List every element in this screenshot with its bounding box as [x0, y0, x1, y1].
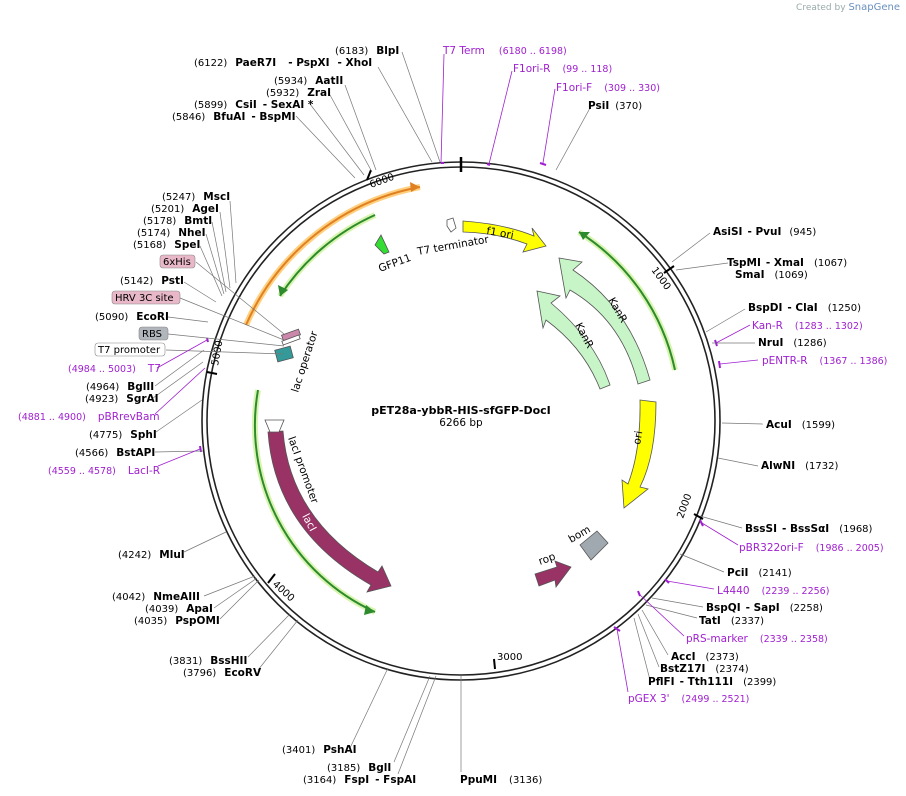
bsssi-site-label: BssSI- BssSαI(1968) — [745, 523, 873, 535]
ecorv-site-label: (3796)EcoRV — [183, 667, 262, 679]
tick-2000: 2000 — [675, 492, 694, 520]
bfuai-site-label: (5846)BfuAI- BspMI — [172, 111, 296, 123]
bom-feature[interactable] — [579, 530, 609, 561]
left-feature-boxes: 6xHis HRV 3C site RBS T7 promoter — [94, 254, 285, 357]
gfp11-label: GFP11 — [377, 252, 413, 275]
pbrrevbam-primer-label: (4881 .. 4900)pBRrevBam — [18, 411, 160, 423]
acui-site-label: AcuI(1599) — [766, 419, 835, 431]
alwni-site-label: AlwNI(1732) — [761, 460, 838, 472]
sphi-site-label: (4775)SphI — [89, 429, 157, 441]
ori-feature[interactable] — [621, 399, 657, 509]
kanr-feature-1[interactable] — [558, 257, 651, 385]
tick-5000: 5000 — [210, 340, 225, 367]
pspomi-site-label: (4035)PspOMI — [134, 615, 220, 627]
f1-ori-feature[interactable] — [462, 220, 547, 253]
acci-site-label: AccI(2373) — [671, 651, 739, 663]
f1ori-f-primer-label: F1ori-F(309 .. 330) — [556, 82, 660, 94]
gfp11-feature[interactable] — [374, 234, 390, 255]
pflfi-site-label: PflFI- Tth111I(2399) — [648, 676, 776, 688]
fspi-site-label: (3164)FspI- FspAI — [303, 774, 416, 786]
ppumi-site-label: PpuMI(3136) — [460, 774, 542, 786]
left-primer-labels: (4984 .. 5003)T7 (4881 .. 4900)pBRrevBam… — [18, 339, 208, 477]
right-primer-labels: F1ori-R(99 .. 118) F1ori-F(309 .. 330) T… — [440, 45, 887, 705]
blpi-site-label: (6183)BlpI — [335, 45, 399, 57]
t7-primer-label: (4984 .. 5003)T7 — [68, 363, 161, 375]
asisi-site-label: AsiSI- PvuI(945) — [713, 226, 816, 238]
orf-arrow-right — [578, 231, 676, 371]
pgex3-primer-label: pGEX 3'(2499 .. 2521) — [628, 693, 749, 705]
6xhis-box-label: 6xHis — [163, 257, 191, 268]
created-by-credit: Created by SnapGene — [796, 2, 900, 13]
bspqi-site-label: BspQI- SapI(2258) — [706, 602, 823, 614]
t7-term-primer-label: T7 Term(6180 .. 6198) — [442, 45, 567, 57]
hrv-3c-feature[interactable] — [281, 334, 301, 346]
rop-label: rop — [537, 551, 558, 568]
nmeaiii-site-label: (4042)NmeAIII — [112, 591, 200, 603]
bstapi-site-label: (4566)BstAPI — [75, 447, 155, 459]
psti-site-label: (5142)PstI — [120, 275, 184, 287]
f1ori-r-primer-label: F1ori-R(99 .. 118) — [513, 63, 612, 75]
xhoi-site-label: (6122)PaeR7I- PspXI- XhoI — [194, 57, 372, 69]
pshai-site-label: (3401)PshAI — [282, 744, 357, 756]
rbs-box-label: RBS — [142, 329, 162, 340]
bspdi-site-label: BspDI- ClaI(1250) — [748, 302, 861, 314]
6xhis-box — [159, 254, 196, 269]
plasmid-size: 6266 bp — [439, 417, 483, 429]
orf-glow-orange — [243, 184, 421, 327]
psi-site-label: PsiI(370) — [588, 100, 642, 112]
t7-terminator-feature[interactable] — [446, 217, 457, 233]
sgrai-site-label: (4923)SgrAI — [85, 393, 159, 405]
aatii-site-label: (5934)AatII — [274, 75, 343, 87]
bsshii-site-label: (3831)BssHII — [169, 655, 247, 667]
rbs-box — [138, 326, 169, 341]
tati-site-label: TatI(2337) — [699, 615, 764, 627]
smai-site-label: SmaI(1069) — [735, 269, 808, 281]
laci-promoter-feature[interactable] — [264, 419, 285, 433]
apai-site-label: (4039)ApaI — [145, 603, 213, 615]
msci-site-label: (5247)MscI — [162, 191, 230, 203]
spei-site-label: (5168)SpeI — [133, 239, 200, 251]
bottom-site-labels: (3401)PshAI (3185)BglI (3164)FspI- FspAI… — [282, 667, 542, 786]
prs-marker-primer-label: pRS-marker(2339 .. 2358) — [686, 633, 828, 645]
f1-ori-label: f1 ori — [485, 225, 514, 242]
orf-arrow-left — [279, 214, 376, 297]
t7-promoter-box-label: T7 promoter — [97, 345, 161, 356]
zrai-site-label: (5932)ZraI — [266, 87, 331, 99]
bstz17i-site-label: BstZ17I(2374) — [660, 663, 749, 675]
tick-6000: 6000 — [368, 172, 396, 191]
ecori-site-label: (5090)EcoRI — [95, 311, 169, 323]
orf-arrow-orange — [245, 186, 421, 326]
plasmid-name: pET28a-ybbR-HIS-sfGFP-DocI — [371, 404, 551, 417]
csii-site-label: (5899)CsiI- SexAI * — [194, 99, 314, 111]
nhei-site-label: (5174)NheI — [137, 227, 206, 239]
orf-arrow-bottom — [253, 389, 376, 613]
ori-label: ori — [631, 430, 645, 446]
pentr-r-primer-label: pENTR-R(1367 .. 1386) — [762, 355, 887, 367]
kan-r-primer-label: Kan-R(1283 .. 1302) — [752, 320, 863, 332]
right-site-labels: PsiI(370) AsiSI- PvuI(945) TspMI- XmaI(1… — [555, 100, 873, 688]
tspmi-site-label: TspMI- XmaI(1067) — [727, 257, 847, 269]
nrui-site-label: NruI(1286) — [758, 337, 827, 349]
pcii-site-label: PciI(2141) — [727, 567, 792, 579]
agei-site-label: (5201)AgeI — [151, 203, 219, 215]
kanr-feature-2[interactable] — [536, 290, 611, 390]
mlui-site-label: (4242)MluI — [118, 549, 185, 561]
pbr322ori-f-primer-label: pBR322ori-F(1986 .. 2005) — [739, 542, 884, 554]
laci-feature[interactable] — [267, 430, 392, 593]
hrv-3c-site-box — [111, 290, 181, 305]
top-left-site-labels: (6183)BlpI (6122)PaeR7I- PspXI- XhoI (59… — [172, 45, 441, 179]
bmti-site-label: (5178)BmtI — [143, 215, 212, 227]
rop-feature[interactable] — [534, 560, 572, 589]
laci-r-primer-label: (4559 .. 4578)LacI-R — [48, 465, 160, 477]
t7-promoter-box — [94, 342, 166, 357]
bglii-site-label: (4964)BglII — [86, 381, 154, 393]
l4440-primer-label: L4440(2239 .. 2256) — [717, 585, 829, 597]
t7-terminator-label: T7 terminator — [415, 233, 490, 258]
hrv-3c-site-box-label: HRV 3C site — [115, 293, 174, 304]
tick-3000: 3000 — [497, 652, 522, 663]
primer-marks — [199, 162, 721, 632]
bgli-site-label: (3185)BglI — [327, 762, 391, 774]
snapgene-logo: SnapGene — [848, 2, 900, 13]
